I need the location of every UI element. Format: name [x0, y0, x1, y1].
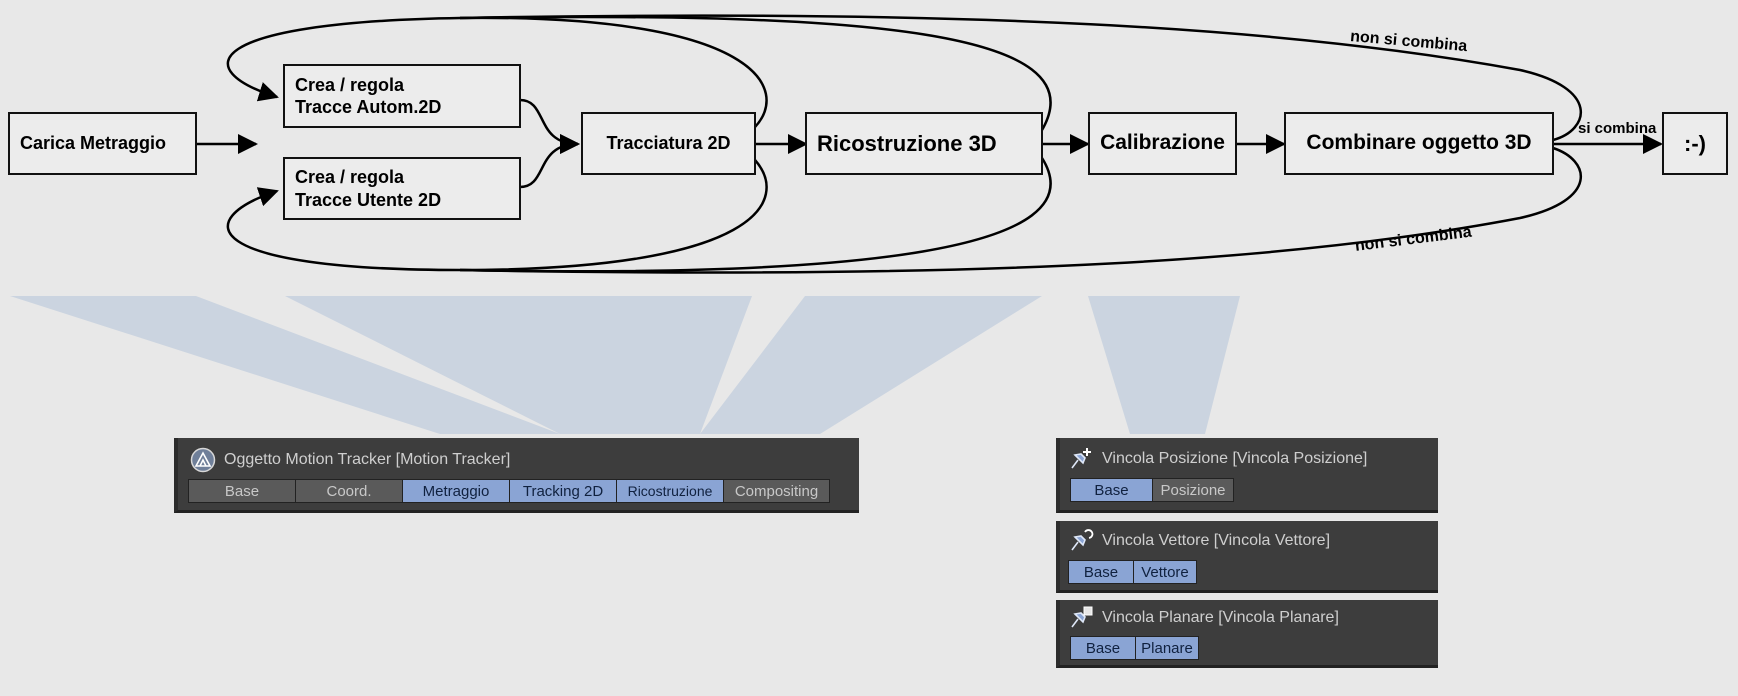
tab-metraggio[interactable]: Metraggio: [402, 479, 509, 503]
loop-top-3: [459, 14, 1583, 142]
tab-tracking-2d[interactable]: Tracking 2D: [509, 479, 616, 503]
vincola-planare-title-text: Vincola Planare [Vincola Planare]: [1102, 609, 1339, 626]
tab-coord[interactable]: Coord.: [295, 479, 402, 503]
tab-planare[interactable]: Planare: [1135, 636, 1199, 660]
box-calibrazione-label: Calibrazione: [1100, 131, 1225, 155]
funnel-right: [1088, 296, 1240, 434]
loop-bottom-3: [459, 146, 1583, 274]
motion-tracker-tabs: Base Coord. Metraggio Tracking 2D Ricost…: [188, 479, 830, 503]
box-tracce-utente-line1: Crea / regola: [295, 167, 405, 187]
box-carica-label: Carica Metraggio: [20, 133, 167, 154]
pin-plane-icon: [1071, 606, 1093, 628]
box-tracciatura-2d: Tracciatura 2D: [581, 112, 756, 175]
panel-motion-tracker-title: Oggetto Motion Tracker [Motion Tracker]: [190, 447, 510, 473]
funnel-middle-b: [700, 296, 1042, 434]
box-tracciatura-label: Tracciatura 2D: [606, 133, 731, 154]
pin-rotate-icon: [1071, 529, 1094, 551]
panel-vincola-vettore: Vincola Vettore [Vincola Vettore] Base V…: [1056, 521, 1438, 593]
box-tracce-autom-line2: Tracce Autom.2D: [295, 97, 442, 117]
tab-base[interactable]: Base: [1070, 636, 1135, 660]
box-tracce-utente-line2: Tracce Utente 2D: [295, 189, 442, 210]
tab-base[interactable]: Base: [1068, 560, 1133, 584]
pin-plus-icon: [1071, 448, 1091, 469]
tab-vettore[interactable]: Vettore: [1133, 560, 1197, 584]
tab-base[interactable]: Base: [188, 479, 295, 503]
tab-base[interactable]: Base: [1070, 478, 1152, 502]
panel-motion-tracker: Oggetto Motion Tracker [Motion Tracker] …: [174, 438, 859, 513]
curve-auto-merge: [519, 98, 580, 154]
box-combinare-oggetto: Combinare oggetto 3D: [1284, 112, 1554, 175]
panel-vincola-posizione-title: Vincola Posizione [Vincola Posizione]: [1068, 446, 1367, 472]
box-carica-metraggio: Carica Metraggio: [8, 112, 197, 175]
funnel-middle-a: [285, 296, 752, 434]
tab-ricostruzione[interactable]: Ricostruzione: [616, 479, 723, 503]
vincola-planare-tabs: Base Planare: [1070, 636, 1199, 660]
box-ricostruzione-label: Ricostruzione 3D: [817, 130, 997, 156]
motion-tracker-title-text: Oggetto Motion Tracker [Motion Tracker]: [224, 451, 511, 468]
box-calibrazione: Calibrazione: [1088, 112, 1237, 175]
box-tracce-autom: Crea / regola Tracce Autom.2D: [283, 64, 521, 128]
panel-vincola-planare-title: Vincola Planare [Vincola Planare]: [1068, 605, 1339, 631]
funnel-left: [10, 296, 560, 434]
box-combinare-label: Combinare oggetto 3D: [1306, 131, 1532, 155]
box-tracce-autom-line1: Crea / regola: [295, 74, 405, 95]
vincola-vettore-title-text: Vincola Vettore [Vincola Vettore]: [1102, 532, 1331, 549]
box-smile: :-): [1662, 112, 1728, 175]
vincola-vettore-tabs: Base Vettore: [1068, 560, 1197, 584]
tab-posizione[interactable]: Posizione: [1152, 478, 1234, 502]
curve-user-merge: [519, 134, 580, 189]
panel-vincola-vettore-title: Vincola Vettore [Vincola Vettore]: [1068, 528, 1330, 554]
tab-compositing[interactable]: Compositing: [723, 479, 830, 503]
vincola-posizione-tabs: Base Posizione: [1070, 478, 1234, 502]
box-tracce-utente: Crea / regola Tracce Utente 2D: [283, 157, 521, 220]
panel-vincola-planare: Vincola Planare [Vincola Planare] Base P…: [1056, 600, 1438, 668]
box-smile-label: :-): [1684, 130, 1706, 156]
panel-vincola-posizione: Vincola Posizione [Vincola Posizione] Ba…: [1056, 438, 1438, 513]
vincola-posizione-title-text: Vincola Posizione [Vincola Posizione]: [1102, 450, 1368, 467]
box-ricostruzione-3d: Ricostruzione 3D: [805, 112, 1043, 175]
label-si-combina: si combina: [1578, 120, 1657, 137]
motion-tracker-icon: [190, 447, 216, 473]
